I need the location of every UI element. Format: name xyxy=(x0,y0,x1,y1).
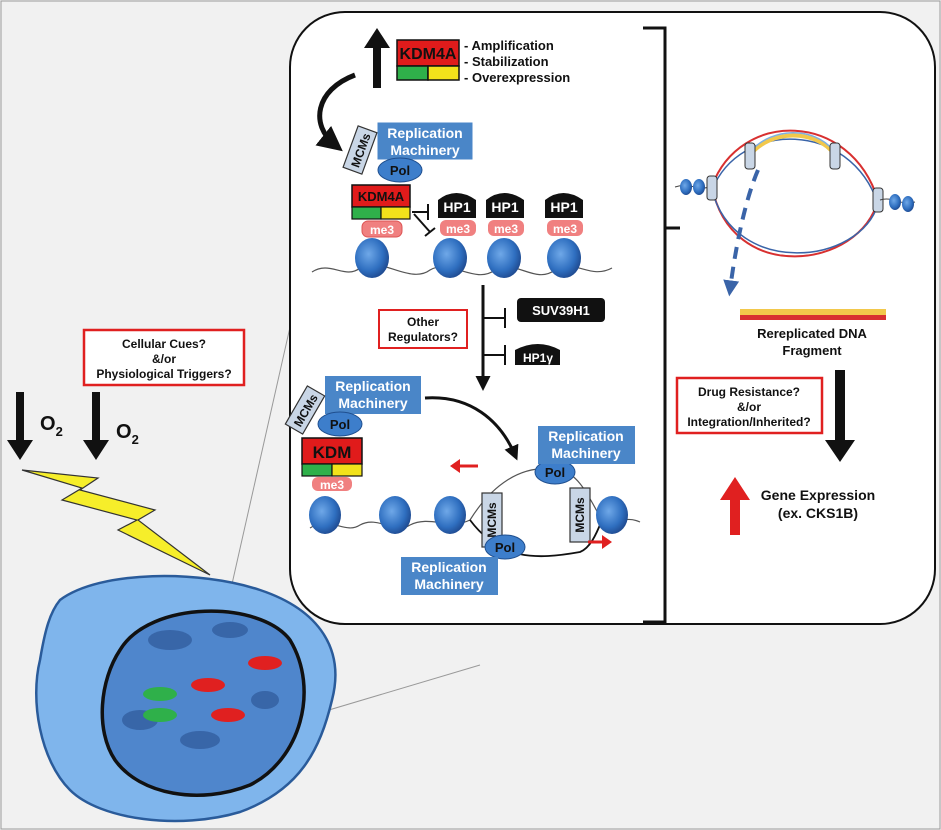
svg-text:Cellular Cues?: Cellular Cues? xyxy=(122,337,206,351)
top-complex: Replication Machinery MCMs Pol KDM4A me3 xyxy=(342,121,474,238)
svg-text:Pol: Pol xyxy=(495,540,515,555)
cell xyxy=(35,574,337,823)
mcms-fork-left: MCMs xyxy=(481,492,503,548)
svg-text:Integration/Inherited?: Integration/Inherited? xyxy=(687,415,810,429)
svg-text:me3: me3 xyxy=(553,222,577,236)
svg-text:me3: me3 xyxy=(370,223,394,237)
o2-arrow-right xyxy=(83,392,109,460)
replication-machinery-box-bottom xyxy=(325,376,421,414)
suv39h1-inhibition xyxy=(483,308,506,328)
hp1-row: HP1 me3 HP1 me3 HP1 me3 xyxy=(438,193,583,236)
svg-text:me3: me3 xyxy=(494,222,518,236)
svg-text:Machinery: Machinery xyxy=(551,445,620,461)
hp1-3: HP1 me3 xyxy=(545,193,583,236)
me3-top-left xyxy=(361,220,403,238)
replication-label-top-1: Replication xyxy=(387,125,462,141)
svg-text:Pol: Pol xyxy=(545,465,565,480)
suv39h1-label: SUV39H1 xyxy=(532,303,590,318)
kdm4a-legend: KDM4A - Amplification - Stabilization - … xyxy=(364,28,570,88)
nucleus xyxy=(100,609,306,797)
hp1g-shape xyxy=(515,344,560,365)
svg-text:HP1: HP1 xyxy=(491,199,518,215)
mechanism-amplification: Amplification xyxy=(471,38,553,53)
svg-text:Drug Resistance?: Drug Resistance? xyxy=(698,385,800,399)
svg-text:- Overexpression: - Overexpression xyxy=(464,70,570,85)
svg-text:Machinery: Machinery xyxy=(338,395,407,411)
svg-text:Other: Other xyxy=(407,315,439,329)
fragment-red xyxy=(740,315,886,320)
hp1-2: HP1 me3 xyxy=(486,193,524,236)
mechanism-stabilization: Stabilization xyxy=(472,54,549,69)
replication-machinery-box-fork-right xyxy=(538,426,635,464)
svg-text:HP1: HP1 xyxy=(550,199,577,215)
pol-fork-left xyxy=(484,534,526,560)
nucleosomes-top xyxy=(355,238,581,278)
pol-bottom xyxy=(317,411,363,437)
o2-label-right: O2 xyxy=(116,421,139,447)
green-focus-1 xyxy=(143,687,177,701)
bottom-complex: Replication Machinery MCMs Pol KDM me3 xyxy=(284,376,421,492)
mcms-fork-right: MCMs xyxy=(569,487,591,543)
svg-text:Replication: Replication xyxy=(411,559,486,575)
replication-machinery-box-fork-left xyxy=(401,557,498,595)
red-focus-3 xyxy=(211,708,245,722)
svg-text:- Stabilization: - Stabilization xyxy=(464,54,549,69)
zoom-panel xyxy=(289,11,936,625)
red-focus-2 xyxy=(191,678,225,692)
svg-text:Machinery: Machinery xyxy=(414,576,483,592)
hp1-1: HP1 me3 xyxy=(438,193,476,236)
hp1g-label: HP1γ xyxy=(523,351,553,365)
svg-text:Regulators?: Regulators? xyxy=(388,330,458,344)
replication-machinery-box-top xyxy=(376,121,474,161)
svg-text:me3: me3 xyxy=(320,478,344,492)
me3-bottom xyxy=(312,477,352,491)
fork-arrow xyxy=(424,396,519,461)
bracket xyxy=(643,26,680,624)
lightning-bolt-icon xyxy=(21,469,211,576)
gene-expression-label: Gene Expression xyxy=(761,487,875,503)
mechanism-overexpression: Overexpression xyxy=(472,70,570,85)
svg-text:- Amplification: - Amplification xyxy=(464,38,554,53)
svg-text:Physiological Triggers?: Physiological Triggers? xyxy=(96,367,231,381)
rereplicated-label-2: Fragment xyxy=(782,343,842,358)
replication-label-top-2: Machinery xyxy=(390,142,459,158)
svg-text:Pol: Pol xyxy=(330,417,350,432)
svg-text:Replication: Replication xyxy=(335,378,410,394)
rereplicated-label-1: Rereplicated DNA xyxy=(757,326,867,341)
drug-resistance-box xyxy=(675,376,824,435)
svg-text:MCMs: MCMs xyxy=(485,502,499,538)
red-focus-1 xyxy=(248,656,282,670)
kdm4a-green-block xyxy=(396,65,429,81)
gene-expression-example: (ex. CKS1B) xyxy=(778,505,858,521)
svg-text:KDM: KDM xyxy=(313,443,352,462)
svg-text:MCMs: MCMs xyxy=(573,497,587,533)
other-regulators-box xyxy=(378,309,468,349)
kdm4a-label: KDM4A xyxy=(400,46,457,63)
o2-arrow-left xyxy=(7,392,33,460)
hp1g-inhibition xyxy=(483,345,506,365)
svg-text:me3: me3 xyxy=(446,222,470,236)
green-focus-2 xyxy=(143,708,177,722)
rereplication-bubble xyxy=(674,129,916,297)
kdm4a-yellow-block xyxy=(427,65,460,81)
o2-label-left: O2 xyxy=(40,413,63,439)
kdm4a-complex-label: KDM4A xyxy=(358,189,405,204)
cellular-cues-box xyxy=(82,328,246,387)
down-arrow-right xyxy=(825,370,855,462)
pol-top xyxy=(377,157,423,183)
curved-recruit-arrow xyxy=(315,72,356,152)
pol-top-label: Pol xyxy=(390,163,410,178)
suv39h1-box xyxy=(517,298,605,322)
svg-text:Replication: Replication xyxy=(548,428,623,444)
inhibition-mark xyxy=(412,204,436,237)
up-arrow-icon xyxy=(364,28,390,88)
fragment-yellow xyxy=(740,309,886,315)
red-up-arrow-icon xyxy=(720,477,750,535)
svg-text:&/or: &/or xyxy=(152,352,176,366)
svg-text:HP1: HP1 xyxy=(443,199,470,215)
svg-text:&/or: &/or xyxy=(737,400,761,414)
nucleosomes-bottom xyxy=(309,496,628,534)
